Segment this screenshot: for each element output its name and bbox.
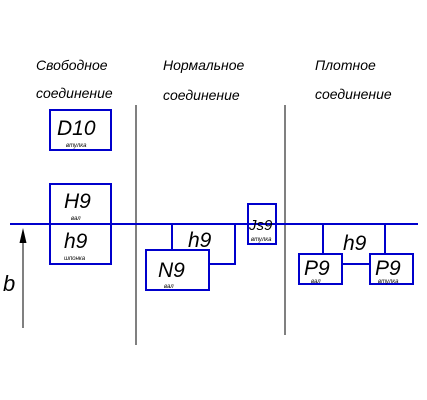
zone-n9-sub: вал xyxy=(164,284,174,290)
zone-n9 xyxy=(145,249,210,291)
col2-title-line2: соединение xyxy=(163,87,240,103)
b-axis-label: b xyxy=(3,271,15,296)
zone-n9-label: N9 xyxy=(158,259,185,282)
zone-h9-key-free-sub: шпонка xyxy=(64,256,86,262)
zone-js9 xyxy=(247,203,277,245)
col3-title-line1: Плотное xyxy=(315,57,376,73)
zone-p9-hub-sub: втулка xyxy=(378,279,399,285)
zone-h9-key-tight xyxy=(322,224,386,265)
zone-h9-key-normal-label: h9 xyxy=(188,229,212,252)
zone-p9-shaft xyxy=(298,253,343,285)
zone-d10 xyxy=(49,109,112,151)
col1-title-line1: Свободное xyxy=(36,57,108,73)
zone-p9-shaft-label: P9 xyxy=(304,257,330,280)
zone-js9-label: Js9 xyxy=(248,217,273,234)
col3-title-line2: соединение xyxy=(315,86,392,102)
zone-p9-hub xyxy=(369,253,414,285)
zone-p9-hub-label: P9 xyxy=(375,257,401,280)
b-axis-arrowhead xyxy=(19,228,27,243)
col1-title-line2: соединение xyxy=(36,85,113,101)
zone-d10-sub: втулка xyxy=(66,143,87,149)
zone-h9-hole-sub: вал xyxy=(71,216,81,222)
zone-h9-hole-label: H9 xyxy=(64,190,91,213)
zone-d10-label: D10 xyxy=(57,117,96,140)
zone-h9-key-free xyxy=(49,223,112,265)
col2-title-line1: Нормальное xyxy=(163,57,245,73)
zone-js9-sub: втулка xyxy=(251,237,272,243)
zone-p9-shaft-sub: вал xyxy=(311,279,321,285)
zone-h9-key-tight-label: h9 xyxy=(343,232,367,255)
zone-h9-key-free-label: h9 xyxy=(64,230,88,253)
